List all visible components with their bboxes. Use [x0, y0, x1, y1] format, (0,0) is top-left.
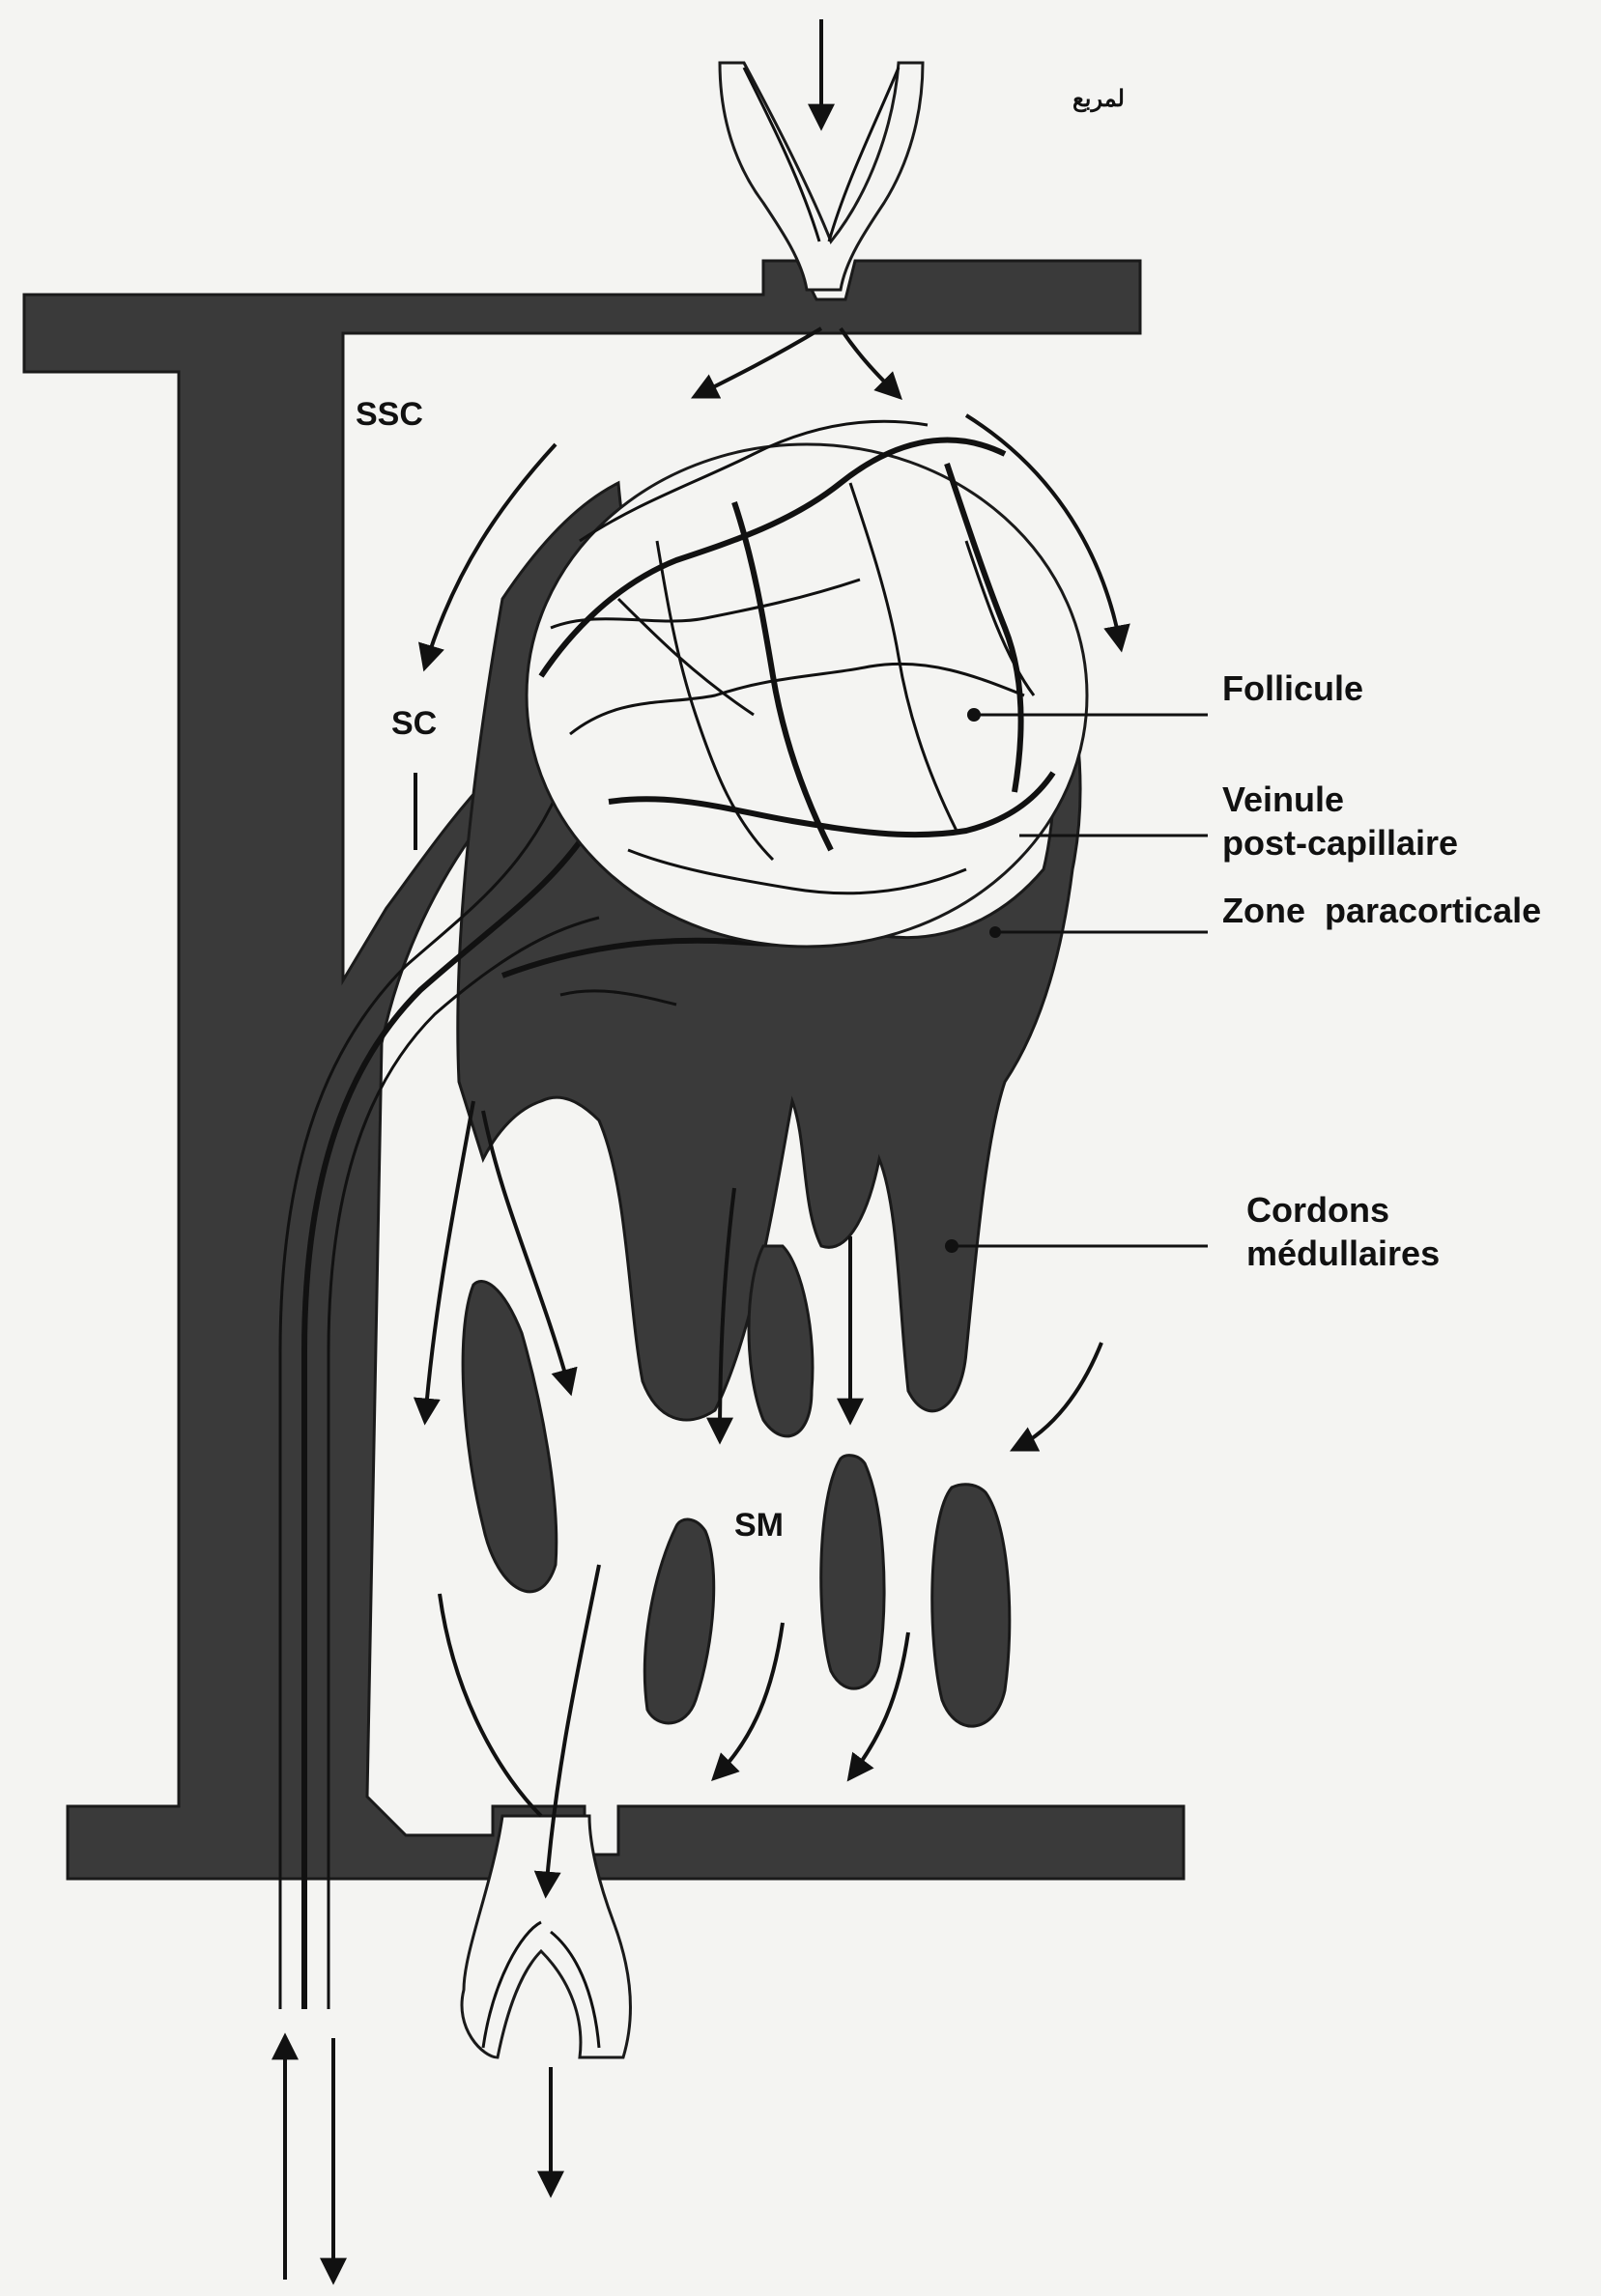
label-veinule-line2: post-capillaire: [1222, 823, 1458, 863]
annotation-label: ﻟﻤﺮﺑﻊ: [1072, 86, 1125, 113]
label-zone-paracorticale: Zone paracorticale: [1222, 891, 1541, 930]
label-sm: SM: [734, 1507, 784, 1544]
label-cordons-line1: Cordons: [1246, 1190, 1389, 1230]
label-ssc: SSC: [356, 396, 423, 433]
afferent-vessel: [720, 19, 923, 290]
label-follicule: Follicule: [1222, 668, 1363, 708]
label-veinule-line1: Veinule: [1222, 780, 1344, 819]
label-cordons-line2: médullaires: [1246, 1233, 1440, 1273]
label-sc: SC: [391, 705, 437, 742]
